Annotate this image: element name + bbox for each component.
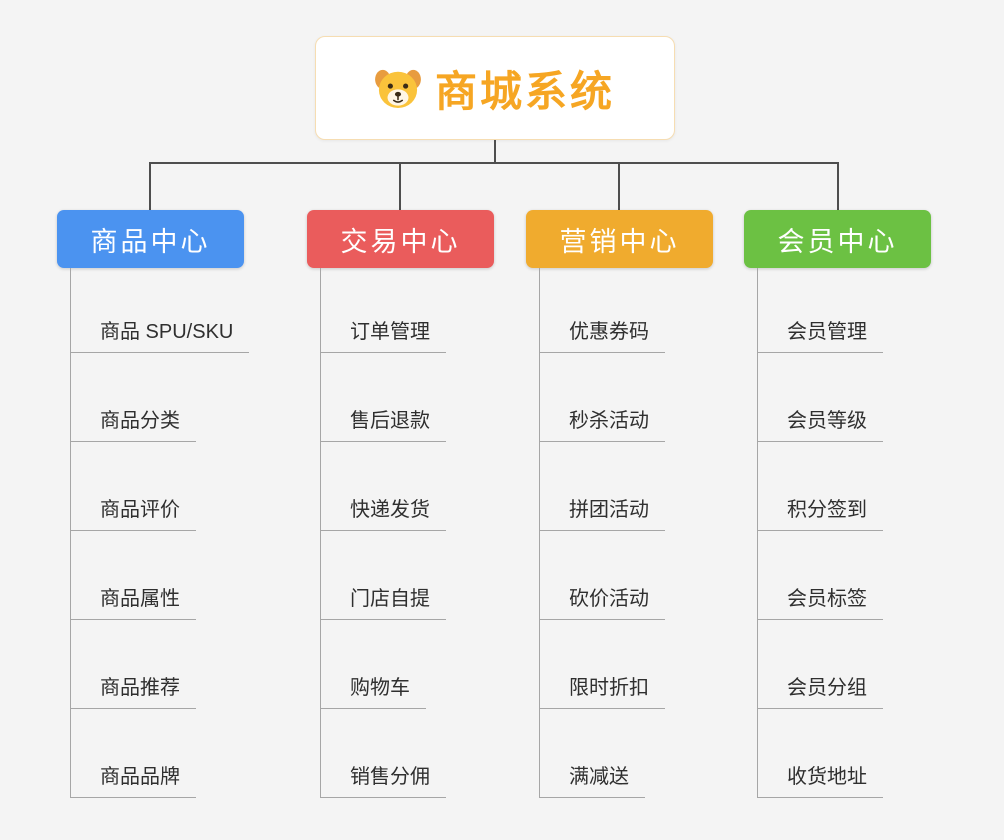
node-item[interactable]: 门店自提: [320, 588, 446, 620]
spine-product-center: [70, 268, 71, 798]
node-item[interactable]: 商品 SPU/SKU: [70, 321, 250, 353]
node-item[interactable]: 商品属性: [70, 588, 196, 620]
connector-branch-2: [399, 162, 401, 210]
dog-icon: [375, 67, 421, 109]
node-item[interactable]: 限时折扣: [539, 677, 665, 709]
node-item[interactable]: 售后退款: [320, 410, 446, 442]
node-item[interactable]: 商品评价: [70, 499, 196, 531]
connector-branch-3: [618, 162, 620, 210]
spine-trade-center: [320, 268, 321, 798]
node-item[interactable]: 拼团活动: [539, 499, 665, 531]
branch-node-product-center[interactable]: 商品中心: [57, 210, 244, 268]
node-item[interactable]: 会员标签: [757, 588, 883, 620]
node-item[interactable]: 满减送: [539, 766, 645, 798]
node-item[interactable]: 销售分佣: [320, 766, 446, 798]
branch-node-trade-center[interactable]: 交易中心: [307, 210, 494, 268]
node-item[interactable]: 优惠券码: [539, 321, 665, 353]
connector-branch-4: [837, 162, 839, 210]
spine-marketing-center: [539, 268, 540, 798]
node-item[interactable]: 商品分类: [70, 410, 196, 442]
node-item[interactable]: 订单管理: [320, 321, 446, 353]
node-item[interactable]: 会员分组: [757, 677, 883, 709]
node-item[interactable]: 快递发货: [320, 499, 446, 531]
node-item[interactable]: 会员等级: [757, 410, 883, 442]
connector-branch-1: [149, 162, 151, 210]
branch-node-member-center[interactable]: 会员中心: [744, 210, 931, 268]
node-item[interactable]: 积分签到: [757, 499, 883, 531]
node-item[interactable]: 商品推荐: [70, 677, 196, 709]
node-item[interactable]: 商品品牌: [70, 766, 196, 798]
branch-node-marketing-center[interactable]: 营销中心: [526, 210, 713, 268]
root-node[interactable]: 商城系统: [315, 36, 675, 140]
connector-root-vertical: [494, 140, 496, 163]
node-item[interactable]: 购物车: [320, 677, 426, 709]
root-title: 商城系统: [434, 67, 615, 115]
spine-member-center: [757, 268, 758, 798]
node-item[interactable]: 秒杀活动: [539, 410, 665, 442]
node-item[interactable]: 砍价活动: [539, 588, 665, 620]
node-item[interactable]: 收货地址: [757, 766, 883, 798]
node-item[interactable]: 会员管理: [757, 321, 883, 353]
connector-horizontal: [149, 162, 839, 164]
